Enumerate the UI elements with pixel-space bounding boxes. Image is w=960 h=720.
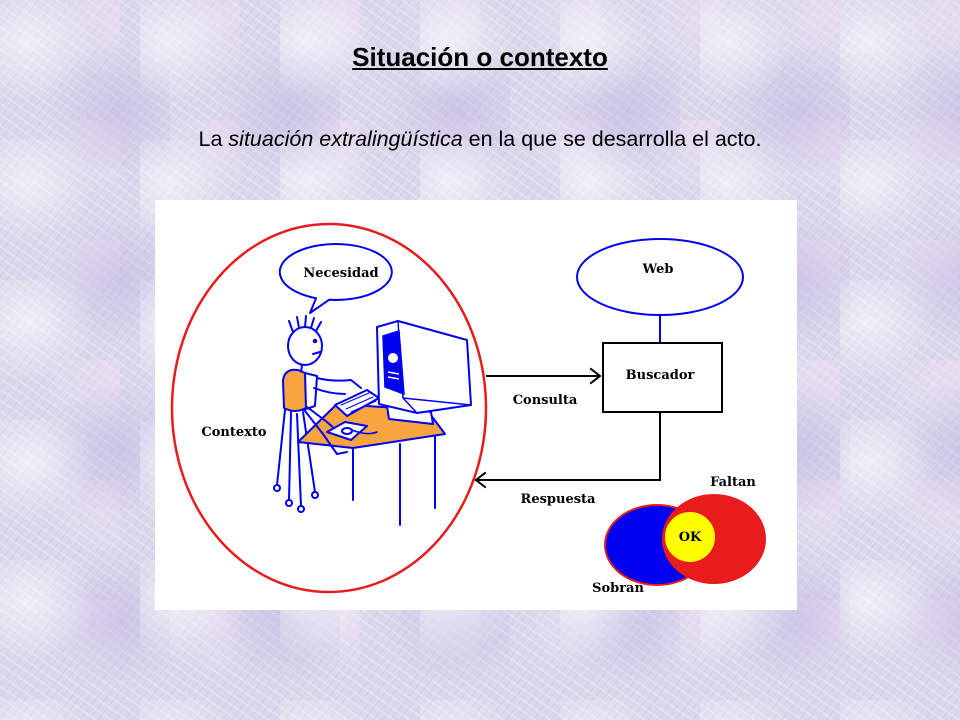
search-engine-box — [602, 342, 723, 413]
chair-leg — [302, 411, 316, 493]
search-engine-label: Buscador — [626, 368, 695, 383]
ok-label: OK — [679, 530, 702, 545]
person-leg — [304, 410, 348, 455]
chair-wheel — [311, 491, 319, 499]
person-hair — [288, 315, 322, 333]
chair-leg — [288, 411, 292, 501]
person-eye — [312, 338, 318, 344]
chair-wheel — [273, 484, 281, 492]
screen-icon — [388, 353, 398, 363]
mouse-cord — [351, 429, 378, 435]
person-arm — [313, 387, 346, 395]
need-label: Necesidad — [303, 266, 378, 281]
need-speech-bubble — [278, 243, 393, 314]
person-head — [287, 326, 323, 366]
excess-label: Sobran — [592, 581, 644, 596]
person — [282, 315, 362, 455]
results-venn: OK — [604, 494, 766, 586]
subtitle-lead: La — [198, 127, 229, 151]
diagram-panel: Contexto Necesidad — [155, 200, 797, 610]
chair — [273, 409, 319, 513]
communication-diagram: Contexto Necesidad — [170, 222, 766, 596]
query-arrowhead-icon — [589, 367, 602, 385]
person-backpack — [282, 368, 307, 412]
context-label: Contexto — [201, 425, 267, 440]
monitor — [376, 320, 472, 425]
slide-title: Situación o contexto — [352, 42, 608, 72]
subtitle-tail: en la que se desarrolla el acto. — [462, 127, 762, 151]
screen-lines — [387, 371, 400, 380]
slide-subtitle: La situación extralingüística en la que … — [0, 126, 960, 152]
chair-wheel — [285, 499, 293, 507]
mouse — [341, 427, 353, 435]
chair-leg — [296, 413, 302, 507]
response-label: Respuesta — [521, 492, 597, 507]
person-mouth — [312, 351, 321, 355]
response-arrowhead-icon — [474, 471, 487, 489]
chair-leg — [276, 409, 286, 486]
keyboard-keys — [340, 392, 377, 413]
query-label: Consulta — [513, 393, 578, 408]
chair-wheel — [297, 505, 305, 513]
desk-legs — [352, 435, 436, 526]
missing-label: Faltan — [710, 475, 756, 490]
context-circle — [170, 222, 488, 594]
web-ellipse — [576, 238, 744, 316]
venn-ok-intersection — [663, 510, 717, 564]
web-label: Web — [642, 262, 674, 277]
person-arm — [316, 377, 362, 389]
subtitle-emphasis: situación extralingüística — [228, 127, 463, 151]
response-arrow-line — [475, 411, 661, 481]
